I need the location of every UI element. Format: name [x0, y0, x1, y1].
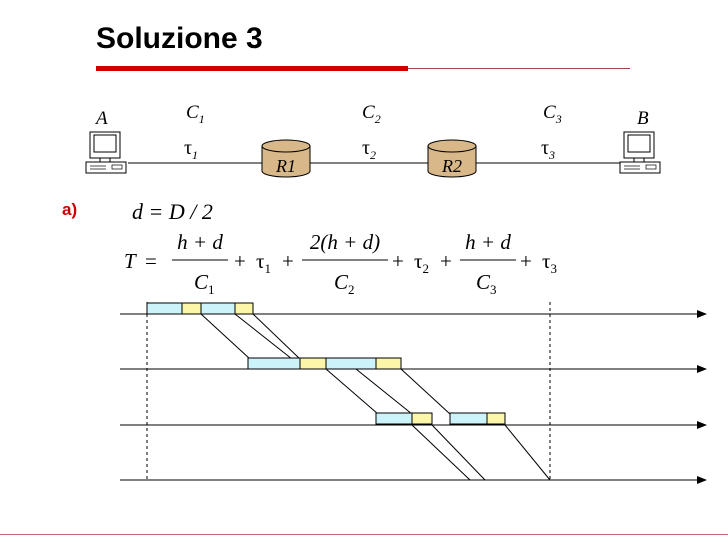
title-underline-thin: [408, 68, 630, 69]
fraction3-denominator: C3: [476, 270, 497, 297]
part-a-label: a): [62, 200, 78, 219]
delay-tau2: τ2: [362, 137, 376, 162]
packet-data: [375, 357, 402, 370]
eq-tau2: τ2: [414, 249, 429, 276]
packets-link1: [146, 302, 254, 315]
host-a-computer-icon: [85, 131, 127, 174]
router-r2: R2: [427, 139, 477, 178]
packet-header: [375, 412, 413, 425]
router-r2-label: R2: [441, 156, 462, 176]
capacity-c1: C1: [186, 102, 205, 126]
eq-T-symbol: T: [124, 249, 137, 273]
packets-link2: [247, 357, 402, 370]
eq-plus: +: [520, 249, 532, 273]
host-b-label: B: [637, 108, 649, 129]
packets-link3: [375, 412, 506, 425]
packet-header: [146, 302, 183, 315]
fraction3-numerator: h + d: [465, 230, 511, 254]
packet-data: [299, 357, 327, 370]
equation-T: T = h + d C1 + τ1 + 2(h + d) C2 + τ2 + h…: [124, 230, 557, 297]
packet-data: [181, 302, 202, 315]
packet-header: [200, 302, 236, 315]
network-diagram: A B R1 R2 C1 τ1 C2 τ2 C3 τ3: [85, 102, 661, 178]
packet-header: [325, 357, 377, 370]
fraction2-numerator: 2(h + d): [310, 230, 380, 254]
footer-rule: [0, 534, 728, 535]
host-b-computer-icon: [619, 131, 661, 174]
timing-diagram: [120, 302, 707, 484]
eq-plus: +: [282, 249, 294, 273]
propagation-lines: [200, 313, 551, 481]
capacity-c2: C2: [362, 102, 381, 126]
equation-d: d = D / 2: [132, 199, 213, 224]
eq-tau1: τ1: [256, 249, 271, 276]
delay-tau3: τ3: [541, 137, 555, 162]
packet-data: [234, 302, 254, 315]
title-underline-red: [96, 66, 408, 71]
router-r1-label: R1: [275, 156, 296, 176]
fraction1-numerator: h + d: [177, 230, 223, 254]
packet-header: [247, 357, 301, 370]
packet-header: [449, 412, 488, 425]
eq-plus: +: [392, 249, 404, 273]
router-cylinder-top: [261, 139, 311, 153]
eq-equals: =: [145, 249, 157, 273]
router-cylinder-top: [427, 139, 477, 153]
router-r1: R1: [261, 139, 311, 178]
eq-plus: +: [440, 249, 452, 273]
delay-tau1: τ1: [184, 137, 198, 162]
packet-data: [486, 412, 506, 425]
eq-tau3: τ3: [542, 249, 557, 276]
host-a-label: A: [94, 108, 108, 129]
router-cylinder-body: [427, 146, 477, 178]
link-1-labels: C1 τ1: [184, 102, 205, 162]
link-2-labels: C2 τ2: [362, 102, 381, 162]
packet-data: [411, 412, 433, 425]
link-3-labels: C3 τ3: [541, 102, 562, 162]
capacity-c3: C3: [543, 102, 562, 126]
equation-d-text: d = D / 2: [132, 199, 213, 224]
fraction1-denominator: C1: [194, 270, 215, 297]
slide-title: Soluzione 3: [96, 22, 263, 55]
fraction2-denominator: C2: [334, 270, 355, 297]
router-cylinder-body: [261, 146, 311, 178]
eq-plus: +: [234, 249, 246, 273]
